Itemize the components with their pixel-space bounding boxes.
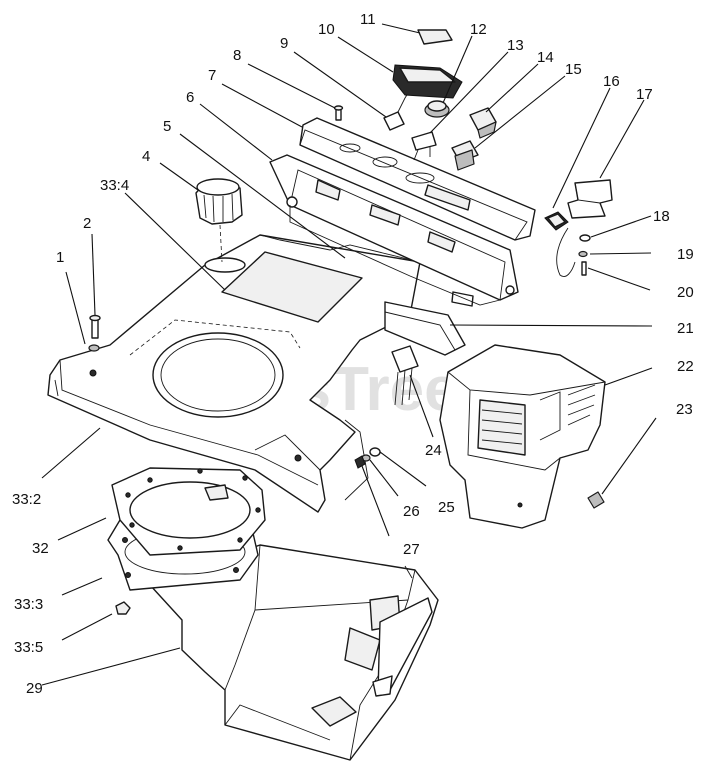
part-8-screw xyxy=(333,105,344,121)
part-22-engine-shroud xyxy=(439,344,606,529)
part-10-switch-housing xyxy=(392,64,463,99)
callout-6: 6 xyxy=(186,89,194,106)
callout-32: 32 xyxy=(32,540,49,557)
callout-16: 16 xyxy=(603,73,620,90)
callout-29: 29 xyxy=(26,680,43,697)
part-4-fuel-cap xyxy=(195,178,246,273)
lamp-wire xyxy=(556,227,576,277)
callout-21: 21 xyxy=(677,320,694,337)
callout-10: 10 xyxy=(318,21,335,38)
callout-2: 2 xyxy=(83,215,91,232)
part-13-primer-bezel xyxy=(411,131,437,161)
callout-19: 19 xyxy=(677,246,694,263)
part-23-screw xyxy=(587,491,605,509)
callout-11: 11 xyxy=(360,11,376,28)
part-2-screw xyxy=(89,314,101,339)
callout-27: 27 xyxy=(403,541,420,558)
part-16-headlight xyxy=(544,211,569,231)
part-24-wire-harness xyxy=(391,345,419,406)
part-19-washer xyxy=(578,250,588,258)
callout-33-2: 33:2 xyxy=(12,491,41,508)
callout-23: 23 xyxy=(676,401,693,418)
callout-18: 18 xyxy=(653,208,670,225)
callout-5: 5 xyxy=(163,118,171,135)
callout-13: 13 xyxy=(507,37,524,54)
callout-20: 20 xyxy=(677,284,694,301)
part-21-mounting-bracket xyxy=(384,301,466,356)
part-1-washer xyxy=(88,344,100,352)
part-6-panel-backplate xyxy=(269,154,519,307)
callout-8: 8 xyxy=(233,47,241,64)
part-11-key xyxy=(417,29,453,45)
part-33-5-nut xyxy=(115,601,131,615)
part-27-nut xyxy=(354,455,366,469)
callout-26: 26 xyxy=(403,503,420,520)
callout-33-5: 33:5 xyxy=(14,639,43,656)
part-29-lower-housing xyxy=(149,544,439,761)
callout-12: 12 xyxy=(470,21,487,38)
callout-7: 7 xyxy=(208,67,216,84)
callout-9: 9 xyxy=(280,35,288,52)
part-17-light-bracket xyxy=(567,179,613,219)
callout-labels: 1 2 33:4 4 5 6 7 8 9 10 11 12 13 14 15 1… xyxy=(12,11,694,697)
part-9-connector xyxy=(383,89,411,131)
callout-17: 17 xyxy=(636,86,653,103)
part-18-washer xyxy=(579,234,591,242)
callout-33-4: 33:4 xyxy=(100,177,129,194)
callout-24: 24 xyxy=(425,442,442,459)
callout-4: 4 xyxy=(142,148,150,165)
part-7-control-panel xyxy=(299,117,536,241)
callout-33-3: 33:3 xyxy=(14,596,43,613)
callout-1: 1 xyxy=(56,249,64,266)
callout-25: 25 xyxy=(438,499,455,516)
leader-lines xyxy=(41,23,657,686)
part-12-primer-bulb xyxy=(424,100,450,118)
part-32-gasket xyxy=(111,467,266,556)
callout-14: 14 xyxy=(537,49,554,66)
part-15-switch-base xyxy=(451,140,479,171)
part-33-4-main-frame xyxy=(47,234,421,513)
callout-22: 22 xyxy=(677,358,694,375)
part-25-washer xyxy=(369,447,381,457)
callout-15: 15 xyxy=(565,61,582,78)
part-14-rocker-switch xyxy=(469,107,497,139)
part-20-screw xyxy=(581,261,587,276)
